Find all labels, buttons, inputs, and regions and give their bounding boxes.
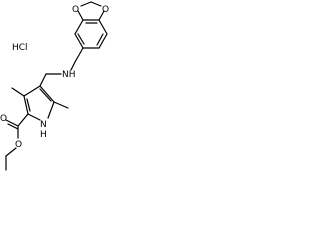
dioxole-ring [77, 1, 105, 21]
benzyl-linker [70, 47, 84, 71]
molecule-drawing: O O NH N H [0, 1, 109, 171]
methyl-c5 [53, 101, 69, 109]
aminomethyl-linker [39, 73, 62, 87]
pyrrole-ring [23, 85, 55, 121]
atom-o-top-left: O [72, 5, 79, 15]
atom-o-ester-ether: O [15, 140, 22, 150]
atom-n-pyrrole: N [40, 120, 47, 130]
atom-o-top-right: O [102, 5, 109, 15]
atom-h-pyrrole: H [40, 130, 47, 140]
methyl-c3 [11, 87, 25, 97]
structure-diagram: O O NH N H [0, 0, 120, 184]
atom-o-ester-carbonyl: O [0, 114, 7, 124]
atom-nh-amine: NH [62, 70, 76, 80]
benzene-ring [74, 19, 108, 49]
salt-label: HCl [12, 43, 28, 53]
ethyl-ester [5, 113, 29, 171]
